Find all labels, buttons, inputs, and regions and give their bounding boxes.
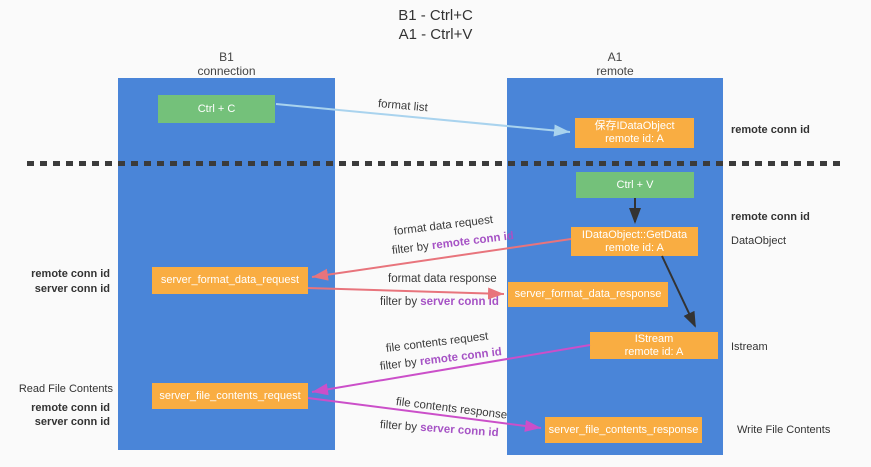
format-list-text: format list [377, 98, 429, 115]
remote-conn-id-text: remote conn id [31, 402, 110, 414]
istream-line1: IStream [634, 332, 674, 345]
flow-label-file-contents-response: file contents response [395, 396, 508, 422]
dataobject-text: DataObject [731, 235, 787, 247]
title-line-1: B1 - Ctrl+C [398, 7, 473, 24]
lane-header-b1: B1 connection [118, 50, 335, 78]
lane-header-a1: A1 remote [507, 50, 723, 78]
side-label-server-conn-id-left1: server conn id [10, 283, 110, 295]
node-save-idataobject: 保存IDataObject remote id: A [575, 118, 694, 148]
server-conn-id-text: server conn id [34, 416, 110, 428]
format-data-response-text: format data response [388, 273, 497, 285]
side-label-remote-conn-id-mid: remote conn id [731, 211, 810, 223]
node-server-file-contents-response: server_file_contents_response [545, 417, 702, 443]
filter-prefix: filter by [379, 419, 421, 434]
remote-conn-id-text: remote conn id [731, 124, 810, 136]
node-server-file-contents-request: server_file_contents_request [152, 383, 308, 409]
filter-server-conn-id: server conn id [419, 421, 500, 440]
flow-label-format-data-response: format data response [388, 273, 497, 285]
read-file-contents-text: Read File Contents [18, 383, 113, 395]
title-line-2: A1 - Ctrl+V [398, 26, 473, 43]
node-server-format-data-request: server_format_data_request [152, 267, 308, 294]
flow-label-format-list: format list [377, 98, 428, 114]
remote-conn-id-text: remote conn id [31, 268, 110, 280]
filter-prefix: filter by [380, 296, 421, 308]
side-label-write-file-contents: Write File Contents [737, 424, 830, 436]
istream-text: Istream [731, 341, 768, 353]
getdata-line2: remote id: A [605, 241, 664, 254]
flow-label-filter-server-1: filter by server conn id [380, 296, 499, 308]
node-idataobject-getdata: IDataObject::GetData remote id: A [571, 227, 698, 256]
remote-conn-id-text: remote conn id [731, 211, 810, 223]
side-label-remote-conn-id-left1: remote conn id [10, 268, 110, 280]
save-idataobject-line2: remote id: A [605, 133, 664, 145]
side-label-remote-conn-id-top: remote conn id [731, 124, 810, 136]
file-contents-response-text: file contents response [395, 396, 508, 422]
ctrl-v-label: Ctrl + V [616, 178, 654, 191]
node-istream: IStream remote id: A [590, 332, 718, 359]
ctrl-c-label: Ctrl + C [197, 102, 236, 115]
side-label-read-file-contents: Read File Contents [10, 383, 113, 395]
lane-b1-name: B1 [219, 50, 234, 64]
node-server-format-data-response: server_format_data_response [508, 282, 668, 307]
side-label-remote-conn-id-left2: remote conn id [10, 402, 110, 414]
server-conn-id-text: server conn id [34, 283, 110, 295]
side-label-dataobject: DataObject [731, 235, 786, 247]
side-label-istream: Istream [731, 341, 768, 353]
server-format-data-response-label: server_format_data_response [514, 288, 662, 300]
istream-line2: remote id: A [624, 345, 684, 358]
server-file-contents-request-label: server_file_contents_request [159, 389, 301, 402]
save-idataobject-line1: 保存IDataObject [594, 120, 675, 132]
copy-paste-separator [27, 161, 845, 166]
filter-prefix: filter by [391, 240, 433, 257]
flow-label-filter-server-2: filter by server conn id [380, 419, 499, 439]
server-file-contents-response-label: server_file_contents_response [548, 423, 699, 436]
filter-remote-conn-id: remote conn id [431, 230, 515, 253]
node-ctrl-c: Ctrl + C [158, 95, 275, 123]
arrow-format-data-response [307, 287, 505, 300]
write-file-contents-text: Write File Contents [737, 424, 831, 436]
diagram-title: B1 - Ctrl+C A1 - Ctrl+V [0, 6, 871, 44]
filter-prefix: filter by [379, 356, 421, 373]
getdata-line1: IDataObject::GetData [581, 228, 688, 241]
server-format-data-request-label: server_format_data_request [160, 274, 300, 286]
lane-b1-role: connection [197, 64, 256, 78]
lane-a1-role: remote [596, 64, 634, 78]
filter-server-conn-id: server conn id [420, 296, 499, 308]
side-label-server-conn-id-left2: server conn id [10, 416, 110, 428]
lane-a1-name: A1 [607, 50, 623, 64]
node-ctrl-v: Ctrl + V [576, 172, 694, 198]
